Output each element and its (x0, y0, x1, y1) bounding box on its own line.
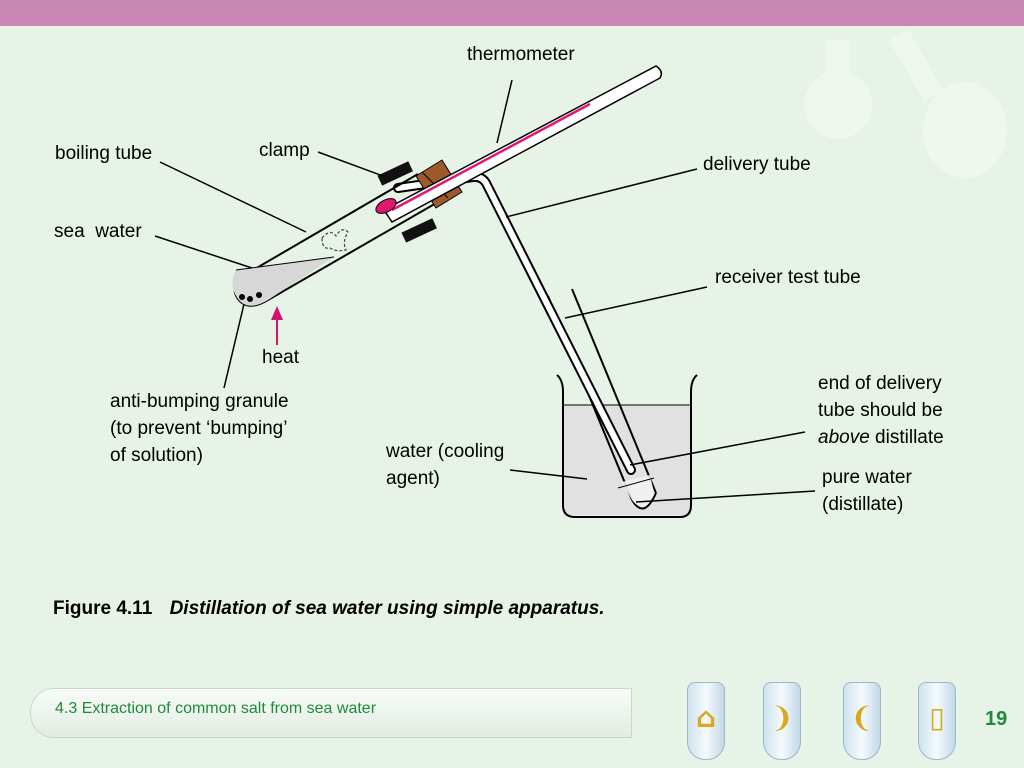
heat-arrow (271, 306, 283, 345)
thermometer (375, 65, 663, 223)
page-number: 19 (985, 708, 1008, 730)
label-end-of-delivery-line2: tube should be (818, 400, 943, 421)
label-thermometer: thermometer (467, 44, 575, 65)
label-receiver-test-tube: receiver test tube (715, 267, 861, 288)
receiver-test-tube (547, 288, 657, 510)
home-button[interactable]: ⌂ (687, 682, 725, 760)
forward-arrow-icon: ❨ (850, 701, 874, 734)
label-boiling-tube: boiling tube (55, 143, 152, 164)
top-banner (0, 0, 1024, 26)
footer-bar (30, 688, 632, 738)
label-sea-water: sea water (54, 221, 142, 242)
footer-section-title: 4.3 Extraction of common salt from sea w… (55, 700, 377, 717)
exit-button[interactable]: ▯ (918, 682, 956, 760)
label-clamp: clamp (259, 140, 310, 161)
label-delivery-tube: delivery tube (703, 154, 811, 175)
label-anti-bumping-line1: anti-bumping granule (110, 391, 289, 412)
beaker (556, 374, 698, 518)
forward-button[interactable]: ❨ (843, 682, 881, 760)
label-distillate: distillate (870, 427, 944, 448)
back-arrow-icon: ❩ (770, 701, 794, 734)
exit-door-icon: ▯ (929, 701, 945, 734)
label-anti-bumping-line3: of solution) (110, 445, 203, 466)
clamp (377, 161, 437, 243)
leader-lines (154, 79, 816, 503)
label-end-of-delivery-line1: end of delivery (818, 373, 942, 394)
home-icon: ⌂ (695, 701, 717, 734)
label-pure-water-line2: (distillate) (822, 494, 903, 515)
label-water-cooling-line1: water (cooling (385, 441, 504, 462)
label-heat: heat (262, 347, 300, 368)
figure-number: Figure 4.11 (53, 598, 153, 619)
back-button[interactable]: ❩ (763, 682, 801, 760)
boiling-tube (232, 173, 439, 307)
figure-title: Distillation of sea water using simple a… (169, 598, 605, 619)
label-water-cooling-line2: agent) (386, 468, 440, 489)
figure-caption: Figure 4.11 Distillation of sea water us… (53, 598, 605, 620)
label-above: above (818, 427, 870, 448)
label-end-of-delivery-line3: above distillate (818, 427, 944, 448)
label-anti-bumping-line2: (to prevent ‘bumping’ (110, 418, 287, 439)
background-flask-decoration (804, 29, 1007, 178)
label-pure-water-line1: pure water (822, 467, 912, 488)
